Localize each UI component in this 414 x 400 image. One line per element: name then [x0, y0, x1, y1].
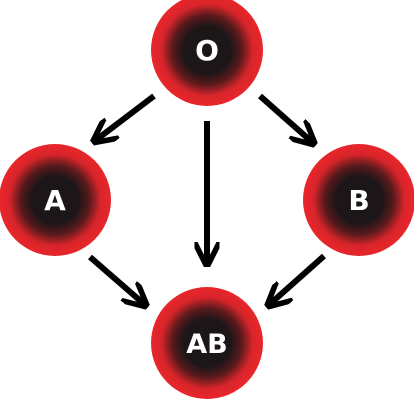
node-ab: AB	[151, 287, 263, 399]
arrow-a-to-ab	[88, 254, 144, 304]
node-a: A	[0, 144, 111, 256]
node-a-circle	[0, 144, 111, 256]
node-o-circle	[151, 0, 263, 106]
node-a-label: A	[44, 184, 66, 217]
arrow-o-to-a	[96, 93, 156, 140]
node-b-circle	[303, 144, 414, 256]
arrow-o-to-b	[258, 93, 312, 142]
node-ab-label: AB	[186, 329, 227, 360]
node-b: B	[303, 144, 414, 256]
node-o-label: O	[195, 34, 219, 67]
node-o: O	[151, 0, 263, 106]
node-ab-circle	[151, 287, 263, 399]
edges-layer	[88, 93, 326, 304]
node-b-label: B	[348, 184, 369, 217]
arrow-b-to-ab	[270, 253, 326, 304]
